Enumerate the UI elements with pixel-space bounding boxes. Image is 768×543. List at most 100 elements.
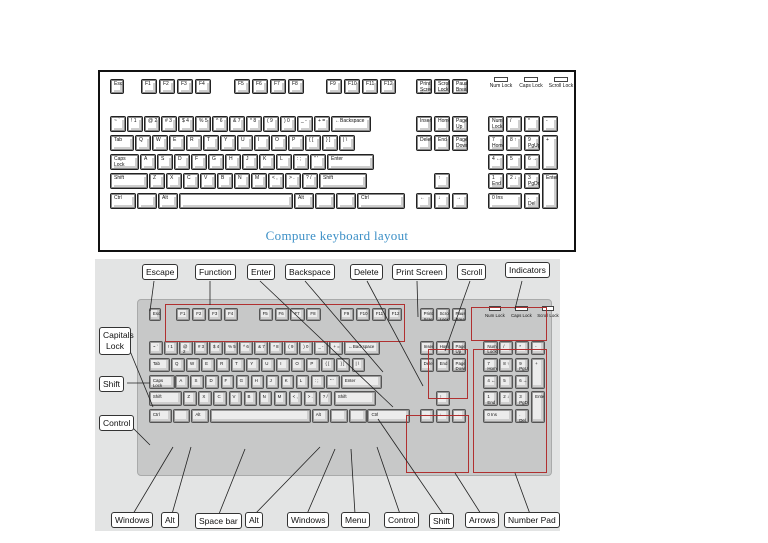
key-row3-4: G [235,374,250,389]
arrow-keys-highlight [406,415,469,473]
function-key-f2: F2 [192,308,207,322]
function-key-f7: F7 [270,79,286,94]
key-row1-10: ) 0 [280,116,296,132]
key-row3-9: : ; [310,374,325,389]
function-key-f9: F9 [326,79,342,94]
key-row2-9: P [306,357,321,372]
key-row3-10: " ' [310,154,326,170]
key-row2-10: { [ [305,135,321,151]
key-row2-5: Y [220,135,236,151]
key-row4-7: < , [268,173,284,189]
menu-key [336,193,356,209]
key-row2-6: U [261,357,275,372]
numpad-minus: - [542,116,558,132]
numpad-enter: Enter [542,173,558,209]
key-row4-8: > . [285,173,301,189]
key-row3-1: S [157,154,173,170]
callout-control-right: Control [384,512,420,528]
numpad-divide: / [506,116,522,132]
callout-shift-right: Shift [429,513,455,529]
numpad-2: 2 ↓ [506,173,522,189]
key-row2-4: T [231,357,245,372]
nav-top-2: Page Up [452,116,468,132]
numpad-5: 5 [499,374,514,389]
function-key-f6: F6 [274,308,289,322]
key-row4-5: N [234,173,250,189]
function-key-f3: F3 [177,79,193,94]
key-row2-1: W [152,135,168,151]
key-row1-3: # 3 [161,116,177,132]
function-key-f2: F2 [159,79,175,94]
esc-key: Esc [110,79,124,94]
key-row1-7: & 7 [229,116,245,132]
shift-right-key: Shift [319,173,367,189]
callout-enter: Enter [247,264,276,280]
numpad-minus: - [531,340,546,356]
function-key-f12: F12 [380,79,396,94]
key-row4-0: Z [149,173,165,189]
nav-top-0: Insert [416,116,432,132]
nav-bottom-2: Page Down [452,135,468,151]
function-key-f4: F4 [195,79,211,94]
key-row1-2: @ 2 [144,116,160,132]
shift-left-key: Shift [110,173,148,189]
enter-key: Enter [327,154,374,170]
numpad-6: 6 → [524,154,540,170]
key-row3-5: H [250,374,265,389]
key-row4-3: V [228,391,243,406]
alt-right-key: Alt [311,409,330,424]
nav-top-1: Home [435,340,450,356]
numpad-decimal: . Del [515,409,530,424]
numpad-4: 4 ← [488,154,504,170]
key-row1-1: ! 1 [127,116,143,132]
numpad-multiply: * [515,340,530,356]
system-key-1: Scroll Lock [435,308,450,322]
key-row1-12: + = [314,116,330,132]
key-row4-1: X [166,173,182,189]
numpad-plus: + [542,135,558,170]
callout-control-left: Control [99,415,135,431]
indicator-lights-highlight [471,307,547,341]
numpad-numlock: Num Lock [488,116,504,132]
alt-left-key: Alt [191,409,210,424]
caps-lock-key: Caps Lock [148,374,175,389]
numpad-divide: / [499,340,514,356]
key-row4-4: B [243,391,258,406]
enter-key: Enter [340,374,383,389]
key-row4-6: M [251,173,267,189]
key-row2-8: O [271,135,287,151]
key-row3-3: F [191,154,207,170]
key-row3-5: H [225,154,241,170]
function-key-f11: F11 [362,79,378,94]
nav-top-2: Page Up [451,340,466,356]
numpad-multiply: * [524,116,540,132]
callout-escape: Escape [142,264,179,280]
arrow-left-key: ← [416,193,432,209]
key-row3-2: D [205,374,220,389]
numpad-1: 1 End [488,173,504,189]
key-row2-0: Q [135,135,151,151]
key-row2-0: Q [170,357,185,372]
function-key-f1: F1 [176,308,191,322]
function-key-f10: F10 [355,308,371,322]
tab-key: Tab [148,357,171,372]
key-row3-1: S [190,374,205,389]
numpad-8: 8 ↑ [499,357,514,372]
alt-right-key: Alt [294,193,314,209]
callout-alt-left: Alt [161,512,179,528]
key-row2-2: E [169,135,185,151]
windows-right-key [330,409,348,424]
system-key-0: Print Screen SysRq [419,308,434,322]
key-row2-6: U [237,135,253,151]
function-key-f5: F5 [258,308,273,322]
numpad-6: 6 → [515,374,530,389]
key-row1-9: ( 9 [263,116,279,132]
key-row2-8: O [291,357,306,372]
function-key-f8: F8 [306,308,321,322]
callout-space-bar: Space bar [195,513,242,529]
numpad-0: 0 Ins [483,409,514,424]
numpad-3: 3 PgDn [515,391,530,406]
